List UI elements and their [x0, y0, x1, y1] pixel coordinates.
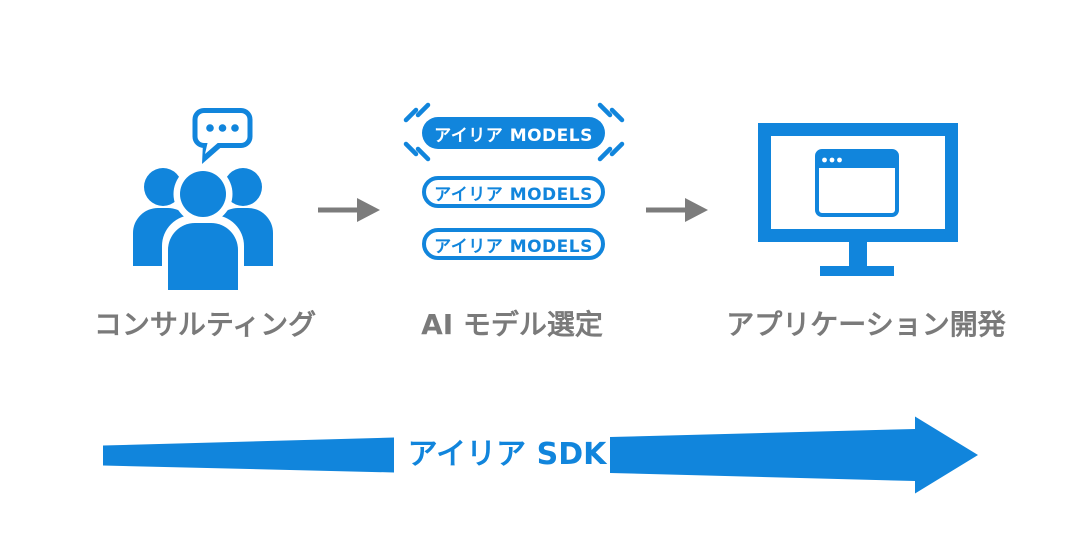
step-arrow-1-icon — [318, 198, 380, 222]
app-window-icon — [815, 149, 899, 217]
monitor-icon — [758, 123, 958, 276]
model-badge: アイリア MODELS — [422, 228, 605, 260]
people-chat-icon — [133, 108, 273, 290]
sdk-arrow-icon — [103, 416, 978, 494]
model-badge: アイリア MODELS — [422, 176, 605, 208]
model-badge-highlighted: アイリア MODELS — [422, 117, 605, 149]
sdk-arrow-label: アイリア SDK — [407, 437, 607, 472]
step-label-consulting: コンサルティング — [93, 308, 317, 341]
speech-bubble-icon — [192, 108, 253, 164]
step-label-app-development: アプリケーション開発 — [726, 308, 1006, 341]
step-arrow-2-icon — [646, 198, 708, 222]
step-label-model-selection: AI モデル選定 — [421, 308, 603, 341]
people-group-icon — [133, 164, 273, 290]
emphasis-sparkles-icon — [403, 102, 625, 162]
